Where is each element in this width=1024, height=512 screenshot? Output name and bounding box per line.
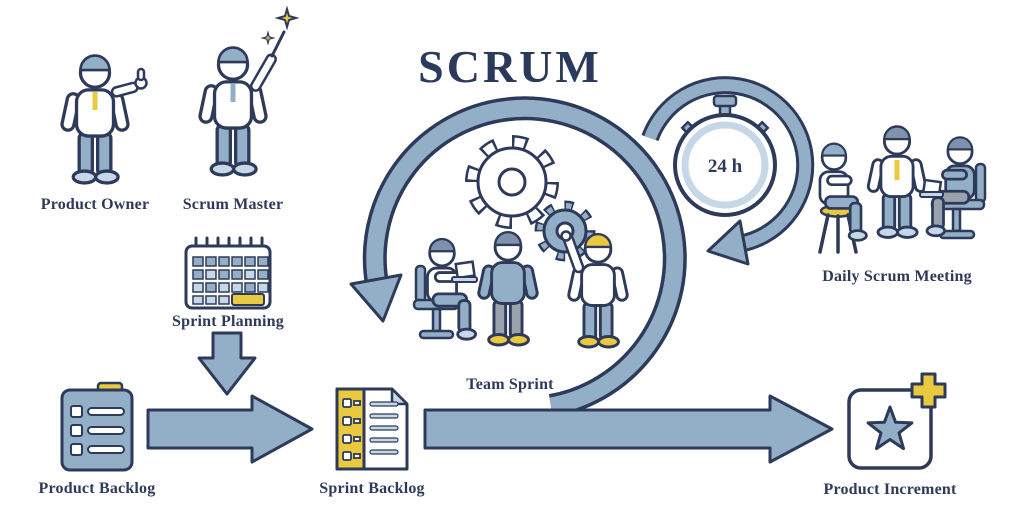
plus-icon — [910, 372, 947, 409]
scrum-master-figure — [197, 8, 297, 177]
sparkle-icon — [277, 8, 297, 28]
product-increment-label: Product Increment — [823, 481, 957, 498]
team-sprint-figures — [412, 230, 630, 349]
laptop-icon — [454, 260, 476, 280]
daily-scrum-figures — [818, 125, 987, 254]
stopwatch-icon: 24 h — [673, 94, 777, 217]
timer-label: 24 h — [708, 156, 743, 177]
product-backlog-icon — [60, 381, 134, 472]
wand-icon — [270, 30, 286, 58]
product-owner-figure — [59, 53, 148, 185]
daily-scrum-meeting-label: Daily Scrum Meeting — [822, 268, 972, 285]
diagram-title: SCRUM — [418, 41, 602, 92]
star-icon — [866, 405, 914, 451]
sprint-backlog-label: Sprint Backlog — [319, 480, 425, 497]
product-backlog-label: Product Backlog — [38, 480, 156, 497]
product-increment-icon — [847, 372, 947, 470]
sparkle-icon — [262, 31, 274, 45]
product-owner-label: Product Owner — [40, 196, 150, 213]
sprint-backlog-icon — [335, 387, 409, 471]
sprint-loop-arrow — [349, 96, 687, 418]
chair-icon — [414, 264, 427, 304]
team-sprint-label: Team Sprint — [466, 376, 554, 393]
flow-arrow-planning-down — [197, 331, 257, 396]
gear-large-icon — [465, 135, 559, 229]
flow-arrow-backlog-to-sprint-backlog — [146, 394, 314, 464]
flow-arrow-to-increment — [423, 394, 834, 464]
chair-icon — [974, 162, 987, 204]
sprint-planning-label: Sprint Planning — [172, 313, 284, 330]
scrum-master-label: Scrum Master — [182, 196, 284, 213]
daily-loop-arrow — [641, 76, 815, 266]
sprint-planning-calendar-icon — [184, 236, 272, 310]
